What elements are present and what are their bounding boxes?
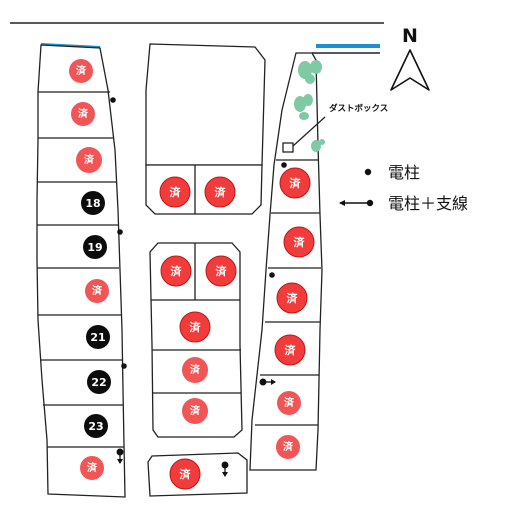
lot-marker (76, 147, 102, 173)
lot-marker (80, 456, 104, 480)
lot-label: 済 (284, 396, 295, 409)
north-arrow-icon (390, 49, 430, 91)
top-center-parcel (145, 43, 266, 166)
lot-marker (283, 226, 315, 258)
lot-badge-sold: 済 (71, 102, 95, 126)
lot-marker (169, 458, 201, 490)
legend-pole-with-guy-label: 電柱＋支線 (388, 194, 468, 213)
lot-marker (87, 370, 111, 394)
dust-box-leader (292, 116, 326, 147)
lot-badges: 済済済1819済212223済済済済済済済済済済済済済済済 (69, 59, 315, 490)
lot-badge-sold: 済 (276, 435, 300, 459)
lot-marker (69, 59, 93, 83)
lot-badge-sold: 済 (182, 357, 208, 383)
tree-area (294, 60, 325, 152)
lot-label: 23 (88, 420, 103, 433)
lot-marker (182, 357, 208, 383)
lot-marker (83, 235, 107, 259)
lot-marker (179, 311, 211, 343)
lot-label: 済 (190, 363, 201, 376)
lot-label: 22 (91, 376, 106, 389)
lot-label: 18 (85, 197, 100, 210)
lot-label: 済 (287, 291, 299, 305)
dust-box-label: ダストボックス (329, 103, 388, 114)
legend-guy-wire-icon (339, 199, 374, 207)
lot-marker (160, 255, 192, 287)
lot-marker (274, 334, 306, 366)
lot-badge-sold: 済 (160, 255, 192, 287)
lot-label: 済 (290, 176, 302, 190)
lot-label: 済 (190, 320, 202, 334)
lot-badge-available: 21 (86, 325, 110, 349)
lot-marker (205, 255, 237, 287)
lot-label: 済 (76, 64, 87, 77)
lot-badge-sold: 済 (76, 147, 102, 173)
lot-badge-sold: 済 (182, 398, 208, 424)
lot-badge-sold: 済 (179, 311, 211, 343)
lot-label: 済 (285, 343, 297, 357)
lot-label: 済 (216, 264, 228, 278)
lot-marker (279, 167, 311, 199)
lot-badge-sold: 済 (169, 458, 201, 490)
lot-label: 済 (171, 264, 183, 278)
north-arrow: N (390, 25, 430, 91)
lot-badge-available: 19 (83, 235, 107, 259)
legend-pole-icon (364, 168, 372, 176)
dust-box (282, 142, 294, 153)
lot-label: 済 (190, 404, 201, 417)
north-label: N (402, 25, 418, 47)
lot-marker (182, 398, 208, 424)
lot-label: 済 (283, 440, 294, 453)
lot-label: 19 (87, 241, 102, 254)
lot-marker (71, 102, 95, 126)
lot-marker (84, 414, 108, 438)
legend: 電柱 電柱＋支線 (339, 163, 468, 213)
lot-label: 済 (294, 235, 306, 249)
lot-badge-sold: 済 (85, 279, 109, 303)
lot-badge-sold: 済 (204, 176, 236, 208)
lot-label: 済 (215, 185, 227, 199)
lot-badge-sold: 済 (69, 59, 93, 83)
lot-marker (159, 176, 191, 208)
lot-badge-sold: 済 (274, 334, 306, 366)
lot-marker (86, 325, 110, 349)
lot-label: 21 (90, 331, 105, 344)
lot-label: 済 (92, 284, 103, 297)
lot-badge-sold: 済 (276, 282, 308, 314)
lot-label: 済 (84, 153, 95, 166)
lot-badge-sold: 済 (283, 226, 315, 258)
guy-wire-poles (116, 378, 276, 477)
lot-badge-sold: 済 (277, 391, 301, 415)
lot-badge-sold: 済 (205, 255, 237, 287)
lot-marker (85, 279, 109, 303)
lot-marker (277, 391, 301, 415)
lot-marker (276, 282, 308, 314)
lot-badge-sold: 済 (279, 167, 311, 199)
lot-marker (204, 176, 236, 208)
lot-badge-available: 22 (87, 370, 111, 394)
lot-label: 済 (170, 185, 182, 199)
lot-badge-sold: 済 (80, 456, 104, 480)
lot-label: 済 (180, 467, 192, 481)
lot-badge-sold: 済 (159, 176, 191, 208)
lot-marker (81, 191, 105, 215)
lot-badge-available: 18 (81, 191, 105, 215)
legend-pole-label: 電柱 (388, 163, 420, 182)
lot-label: 済 (87, 461, 98, 474)
utility-poles (110, 97, 287, 369)
lot-badge-available: 23 (84, 414, 108, 438)
lot-marker (276, 435, 300, 459)
lot-label: 済 (78, 107, 89, 120)
